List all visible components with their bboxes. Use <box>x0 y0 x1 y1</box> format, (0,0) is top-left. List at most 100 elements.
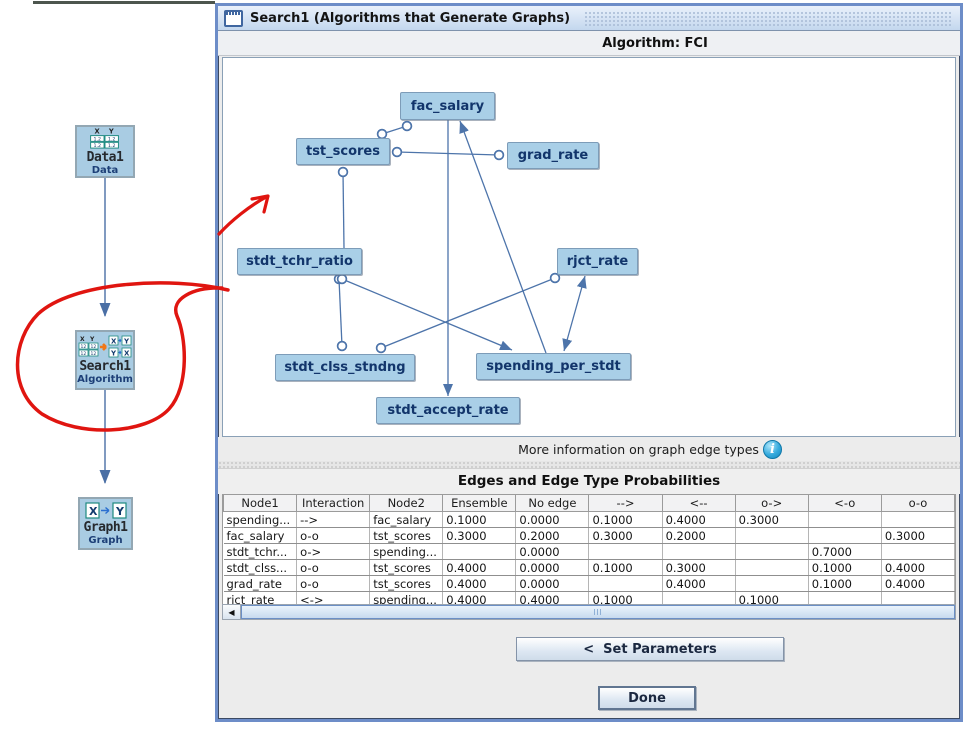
graph-node-fac_salary[interactable]: fac_salary <box>400 92 495 120</box>
table-cell[interactable]: tst_scores <box>369 527 444 544</box>
table-cell[interactable]: 0.4000 <box>442 559 517 576</box>
table-cell[interactable]: grad_rate <box>223 575 298 592</box>
table-cell[interactable]: 0.1000 <box>808 575 882 592</box>
table-cell[interactable]: 0.0000 <box>515 559 590 576</box>
graph-node-spending_per_stdt[interactable]: spending_per_stdt <box>476 353 631 380</box>
graph-node-rjct_rate[interactable]: rjct_rate <box>557 248 638 275</box>
table-cell[interactable]: 0.1000 <box>442 511 517 528</box>
table-cell[interactable]: <-> <box>296 591 371 604</box>
table-cell[interactable] <box>881 591 955 604</box>
table-cell[interactable]: o-o <box>296 559 371 576</box>
table-horizontal-scrollbar[interactable]: ◀ <box>222 604 956 620</box>
column-header[interactable]: Node1 <box>223 494 298 512</box>
table-cell[interactable] <box>881 511 955 528</box>
table-cell[interactable]: 0.1000 <box>735 591 809 604</box>
graph-edge-rjct_rate-spending_per_stdt[interactable] <box>562 275 587 352</box>
column-header[interactable]: Interaction <box>296 494 371 512</box>
table-cell[interactable] <box>881 543 955 560</box>
table-cell[interactable]: 0.1000 <box>588 591 663 604</box>
table-cell[interactable]: o-> <box>296 543 371 560</box>
table-cell[interactable]: 0.0000 <box>515 543 590 560</box>
table-cell[interactable]: stdt_tchr... <box>223 543 298 560</box>
table-cell[interactable]: spending... <box>223 511 298 528</box>
table-cell[interactable]: 0.1000 <box>808 559 882 576</box>
table-cell[interactable]: o-o <box>296 527 371 544</box>
table-cell[interactable]: 0.0000 <box>515 575 590 592</box>
table-cell[interactable]: 0.3000 <box>588 527 663 544</box>
graph-edge-stdt_clss_stndng-rjct_rate[interactable] <box>375 272 561 354</box>
table-cell[interactable]: stdt_clss... <box>223 559 298 576</box>
info-icon[interactable]: i <box>762 439 782 459</box>
graph-edge-tst_scores-stdt_tchr_ratio[interactable] <box>337 166 349 249</box>
done-button[interactable]: Done <box>598 686 696 710</box>
table-cell[interactable]: 0.4000 <box>515 591 590 604</box>
table-cell[interactable]: 0.3000 <box>442 527 517 544</box>
table-cell[interactable] <box>442 543 517 560</box>
table-cell[interactable] <box>735 559 809 576</box>
graph-edge-spending_per_stdt-fac_salary[interactable] <box>459 120 547 354</box>
table-cell[interactable]: 0.4000 <box>442 591 517 604</box>
table-cell[interactable]: rjct_rate <box>223 591 298 604</box>
graph-node-stdt_accept_rate[interactable]: stdt_accept_rate <box>376 397 520 424</box>
splitter-handle[interactable] <box>218 461 960 469</box>
graph-edge-stdt_tchr_ratio-spending_per_stdt[interactable] <box>336 273 513 351</box>
scroll-left-button[interactable]: ◀ <box>223 605 241 619</box>
column-header[interactable]: No edge <box>515 494 590 512</box>
graph-node-stdt_clss_stndng[interactable]: stdt_clss_stndng <box>275 354 415 381</box>
table-cell[interactable] <box>588 543 663 560</box>
table-cell[interactable]: 0.3000 <box>662 559 736 576</box>
table-cell[interactable]: spending... <box>369 591 444 604</box>
info-bar-text: More information on graph edge types <box>518 441 759 457</box>
module-graph1[interactable]: X Y Graph1 Graph <box>78 497 133 550</box>
scrollbar-thumb[interactable] <box>241 605 955 619</box>
column-header[interactable]: Ensemble <box>442 494 517 512</box>
graph-node-grad_rate[interactable]: grad_rate <box>507 142 599 169</box>
table-cell[interactable] <box>808 527 882 544</box>
table-cell[interactable] <box>662 543 736 560</box>
column-header[interactable]: o-> <box>734 494 809 512</box>
table-cell[interactable] <box>808 591 882 604</box>
table-cell[interactable]: fac_salary <box>223 527 298 544</box>
table-cell[interactable]: 0.7000 <box>808 543 882 560</box>
table-cell[interactable]: 0.4000 <box>881 575 955 592</box>
table-cell[interactable]: 0.2000 <box>515 527 590 544</box>
table-cell[interactable]: 0.4000 <box>881 559 955 576</box>
table-cell[interactable] <box>735 575 809 592</box>
svg-text:Y: Y <box>115 505 125 518</box>
column-header[interactable]: Node2 <box>369 494 444 512</box>
table-cell[interactable] <box>808 511 882 528</box>
graph-panel[interactable]: fac_salary tst_scores grad_rate stdt_tchr_r… <box>222 57 956 437</box>
column-header[interactable]: --> <box>588 494 663 512</box>
table-cell[interactable]: fac_salary <box>369 511 444 528</box>
table-cell[interactable]: 0.4000 <box>442 575 517 592</box>
table-cell[interactable]: 0.4000 <box>662 575 736 592</box>
column-header[interactable]: <-o <box>807 494 882 512</box>
table-cell[interactable]: tst_scores <box>369 559 444 576</box>
table-cell[interactable]: --> <box>296 511 371 528</box>
graph-edge-tst_scores-fac_salary[interactable] <box>376 120 413 140</box>
table-cell[interactable]: 0.0000 <box>515 511 590 528</box>
table-cell[interactable]: 0.1000 <box>588 559 663 576</box>
table-cell[interactable]: tst_scores <box>369 575 444 592</box>
table-cell[interactable] <box>662 591 736 604</box>
table-cell[interactable]: 0.4000 <box>662 511 736 528</box>
graph-node-stdt_tchr_ratio[interactable]: stdt_tchr_ratio <box>237 248 362 275</box>
set-parameters-button[interactable]: < Set Parameters <box>516 637 784 661</box>
table-cell[interactable]: 0.3000 <box>735 511 809 528</box>
table-cell[interactable] <box>735 527 809 544</box>
table-cell[interactable]: o-o <box>296 575 371 592</box>
table-cell[interactable]: 0.3000 <box>881 527 955 544</box>
table-cell[interactable]: 0.2000 <box>662 527 736 544</box>
column-header[interactable]: o-o <box>880 494 955 512</box>
table-cell[interactable] <box>735 543 809 560</box>
table-cell[interactable] <box>588 575 663 592</box>
graph-node-tst_scores[interactable]: tst_scores <box>296 138 390 165</box>
table-cell[interactable]: 0.1000 <box>588 511 663 528</box>
table-cell[interactable]: spending... <box>369 543 444 560</box>
column-header[interactable]: <-- <box>661 494 736 512</box>
graph-edge-stdt_tchr_ratio-stdt_clss_stndng[interactable] <box>333 273 348 352</box>
window-titlebar[interactable]: Search1 (Algorithms that Generate Graphs… <box>218 6 960 31</box>
